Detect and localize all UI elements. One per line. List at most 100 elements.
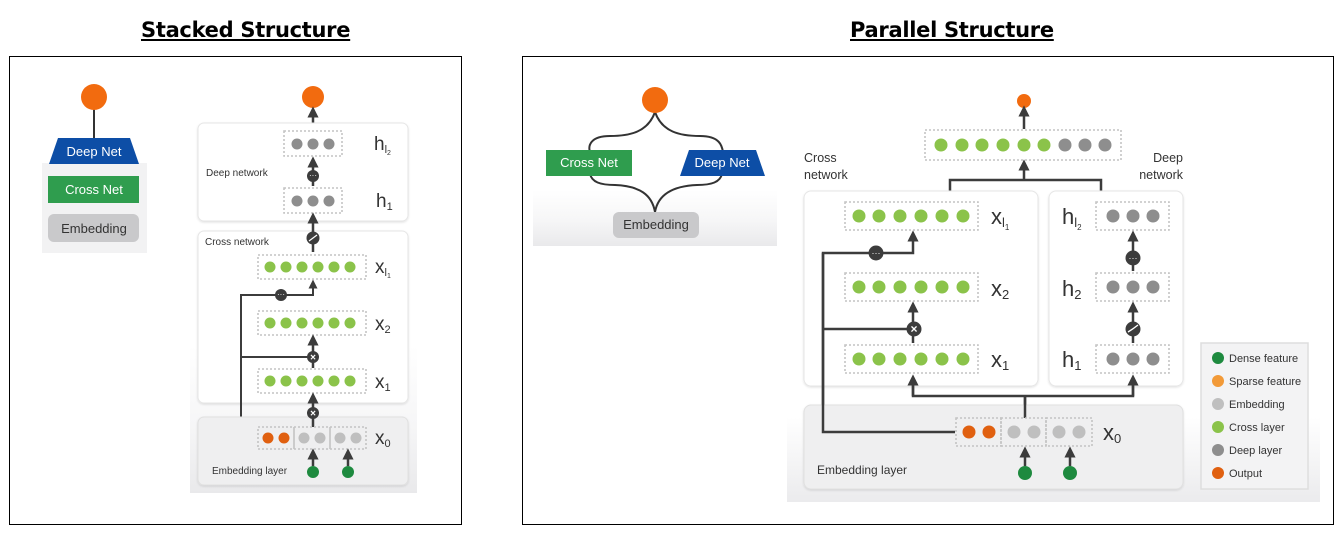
ellipsis-glyph: ··· [309,171,317,180]
x2-nodes [264,317,356,329]
h1-nodes [1106,352,1160,366]
dense-feature-node [1063,466,1077,480]
connector [588,111,656,153]
deep-network-label: Deep network [206,168,269,179]
embedding-slot [1045,417,1093,447]
ellipsis-op-icon [1125,250,1141,266]
cross-node [935,352,949,366]
deep-network-panel [197,122,409,222]
cross-node [893,352,907,366]
cross-node [264,261,276,273]
h1-symbol: h1 [1062,347,1081,373]
cross-node [893,280,907,294]
ellipsis-op-icon [275,289,287,301]
stacked-structure-title: Stacked Structure [141,18,351,42]
cross-glyph: × [910,322,917,336]
legend-label: Dense feature [1229,353,1298,365]
parallel-mini-diagram: Cross Net Deep Net Embedding [533,87,777,246]
x2-symbol: x2 [375,314,391,336]
deep-node [1146,209,1160,223]
ellipsis-op-icon [307,170,319,182]
connector [654,111,724,153]
cross-node [264,375,276,387]
h-top-symbol: hl2 [1062,204,1082,232]
cross-node [872,280,886,294]
x0-symbol: x0 [1103,420,1121,446]
cross-node [344,261,356,273]
deep-node [291,138,303,150]
deep-node [1078,138,1092,152]
x-top-layer [844,201,979,231]
cross-network-panel [197,230,409,404]
cross-op-icon [307,407,319,419]
embedding-node [1052,425,1066,439]
cross-node [328,375,340,387]
sparse-node [962,425,976,439]
output-node [642,87,668,113]
h-top-nodes [291,138,335,150]
embedding-node [1007,425,1021,439]
stacked-detail-diagram: Deep network hl2 ··· h1 Cross network [190,86,417,493]
cross-node [296,317,308,329]
x0-symbol: x0 [375,428,391,450]
cross-node [914,352,928,366]
x-top-nodes [852,209,970,223]
cross-node [280,261,292,273]
embedding-node [314,432,326,444]
h-top-nodes [1106,209,1160,223]
legend-label: Deep layer [1229,445,1283,457]
h-top-layer [1095,201,1170,231]
embedding-node [298,432,310,444]
cross-node [328,261,340,273]
ellipsis-glyph: ··· [277,290,285,299]
ellipsis-glyph: ··· [1129,253,1138,263]
legend-label: Output [1229,468,1262,480]
x2-symbol: x2 [991,276,1009,302]
x-top-symbol: xl1 [991,204,1010,232]
cross-node [935,280,949,294]
embedding-node [350,432,362,444]
deep-node [1126,352,1140,366]
embedding-node [1027,425,1041,439]
cross-node [955,138,969,152]
cross-glyph: × [310,409,316,420]
legend-label: Embedding [1229,399,1285,411]
dense-feature-node [1018,466,1032,480]
cross-node [996,138,1010,152]
embedding-slot [1000,417,1047,447]
x1-symbol: x1 [991,347,1009,373]
cross-node [1037,138,1051,152]
embedding-layer-panel [803,404,1184,490]
h2-symbol: h2 [1062,276,1081,302]
h1-nodes [291,195,335,207]
cross-node [872,209,886,223]
x1-nodes [852,352,970,366]
x2-nodes [852,280,970,294]
x1-nodes [264,375,356,387]
deep-node [1106,209,1120,223]
deep-node [1126,209,1140,223]
x-top-nodes [264,261,356,273]
cross-op-icon [307,351,319,363]
x1-layer [844,344,979,374]
legend-swatch [1212,375,1224,387]
parallel-structure-title: Parallel Structure [850,18,1054,42]
cross-node [934,138,948,152]
cross-node [280,317,292,329]
activation-glyph [308,234,318,242]
skip-connection-left [821,253,955,434]
x-top-layer [257,254,367,280]
sparse-node [278,432,290,444]
legend-label: Sparse feature [1229,376,1301,388]
cross-node [914,280,928,294]
h1-symbol: h1 [376,191,393,213]
stacked-mini-diagram: Deep Net Cross Net Embedding [42,84,147,253]
cross-node [956,209,970,223]
cross-net-label: Cross Net [65,182,123,197]
legend-swatch [1212,467,1224,479]
deep-node [1058,138,1072,152]
x1-symbol: x1 [375,372,391,394]
